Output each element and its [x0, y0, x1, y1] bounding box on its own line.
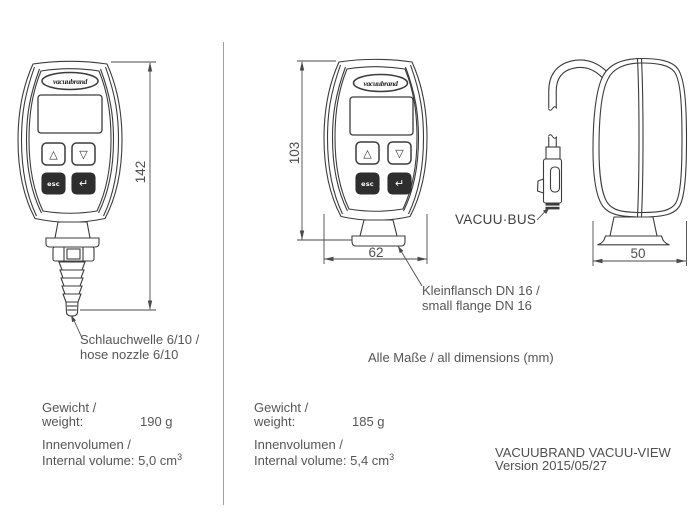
esc-button-label: esc	[361, 179, 374, 188]
cable-break-mark	[547, 134, 558, 139]
middle-device-drawing	[323, 58, 428, 247]
connector-latch	[536, 178, 545, 194]
housing-seam-line	[636, 58, 640, 217]
right-bumper-line	[408, 64, 425, 215]
nozzle-flange-plate	[45, 237, 100, 248]
middle-device-specs: Gewicht / weight: 185 g Innenvolumen / I…	[254, 401, 444, 469]
version-text: Version 2015/05/27	[495, 458, 608, 473]
product-name: VACUUBRAND VACUU-VIEW	[495, 445, 671, 460]
volume-value: Internal volume: 5,4 cm	[254, 452, 390, 468]
dimension-142	[80, 61, 156, 311]
dimensions-note: Alle Maße / all dimensions (mm)	[368, 350, 554, 365]
esc-button	[41, 172, 66, 195]
dimension-103	[297, 60, 352, 241]
up-arrow-icon: △	[363, 146, 372, 160]
display-screen	[37, 94, 103, 134]
small-flange-callout: Kleinflansch DN 16 / small flange DN 16	[422, 283, 540, 313]
hose-barb-ribs	[58, 261, 86, 303]
hose-nozzle-callout: Schlauchwelle 6/10 / hose nozzle 6/10	[80, 332, 200, 362]
vacuubus-connector	[536, 146, 563, 210]
nozzle-nut-facet	[66, 248, 81, 260]
enter-icon: ↵	[78, 177, 89, 190]
down-button	[71, 142, 96, 166]
logo-ellipse	[352, 73, 409, 93]
left-bumper-line	[326, 64, 343, 215]
esc-button	[355, 172, 380, 195]
right-bumper-line	[103, 66, 120, 217]
down-button	[387, 141, 412, 165]
up-arrow-icon: △	[49, 147, 58, 161]
flange-neck	[609, 216, 658, 237]
weight-value: 185 g	[352, 413, 385, 429]
left-device-drawing	[17, 60, 123, 317]
width-dimension-value: 62	[368, 245, 384, 260]
cable-break-mark	[547, 106, 558, 111]
flange-neck	[359, 219, 398, 237]
height-dimension-value: 142	[133, 160, 148, 184]
callout-line: Schlauchwelle 6/10 /	[80, 332, 200, 347]
volume-label-de: Innenvolumen /	[254, 437, 343, 452]
callout-line: small flange DN 16	[422, 297, 532, 313]
depth-dimension-value: 50	[630, 246, 646, 261]
volume-superscript: 3	[177, 451, 183, 462]
callout-line: Kleinflansch DN 16 /	[422, 283, 540, 298]
nozzle-tip	[65, 301, 79, 317]
nozzle-neck	[54, 221, 91, 239]
right-bumper-line	[403, 66, 420, 212]
right-bumper-line	[98, 68, 115, 214]
left-device-specs: Gewicht / weight: 190 g Innenvolumen / I…	[42, 401, 232, 469]
height-dimension-value: 103	[287, 141, 302, 165]
left-bumper-line	[20, 66, 37, 217]
housing-seam-line	[640, 58, 644, 217]
enter-button	[71, 172, 96, 195]
front-panel-outline	[28, 68, 112, 214]
weight-label-en: weight:	[42, 413, 84, 429]
up-button	[41, 142, 66, 166]
enter-button	[387, 172, 412, 195]
vacuubus-label: VACUU·BUS	[455, 212, 537, 227]
logo-ellipse	[41, 71, 99, 91]
up-button	[355, 141, 380, 165]
front-panel-outline	[334, 66, 418, 212]
esc-button-label: esc	[47, 179, 60, 188]
down-arrow-icon: ▽	[79, 147, 88, 161]
vacuubrand-logo: vacuubrand	[363, 78, 398, 88]
flange-plate	[597, 235, 670, 246]
display-screen	[349, 96, 414, 136]
volume-label-de: Innenvolumen /	[42, 437, 131, 452]
volume-value: Internal volume: 5,0 cm	[42, 452, 178, 468]
vacuubrand-logo: vacuubrand	[52, 76, 88, 86]
down-arrow-icon: ▽	[395, 146, 404, 160]
nozzle-leader-line	[71, 315, 83, 339]
callout-line: hose nozzle 6/10	[80, 346, 179, 362]
flange-plate	[351, 235, 406, 247]
dimension-62	[323, 214, 428, 264]
weight-value: 190 g	[140, 413, 173, 429]
volume-superscript: 3	[389, 451, 395, 462]
left-bumper-line	[331, 66, 348, 212]
left-bumper-line	[25, 68, 42, 214]
weight-label-en: weight:	[254, 413, 296, 429]
enter-icon: ↵	[394, 177, 405, 190]
right-device-drawing	[536, 57, 688, 246]
dimension-50	[592, 221, 687, 266]
weight-label-de: Gewicht /	[254, 400, 309, 415]
flange-leader-line	[397, 245, 423, 287]
weight-label-de: Gewicht /	[42, 400, 97, 415]
footer-block: VACUUBRAND VACUU-VIEW Version 2015/05/27	[495, 446, 671, 472]
